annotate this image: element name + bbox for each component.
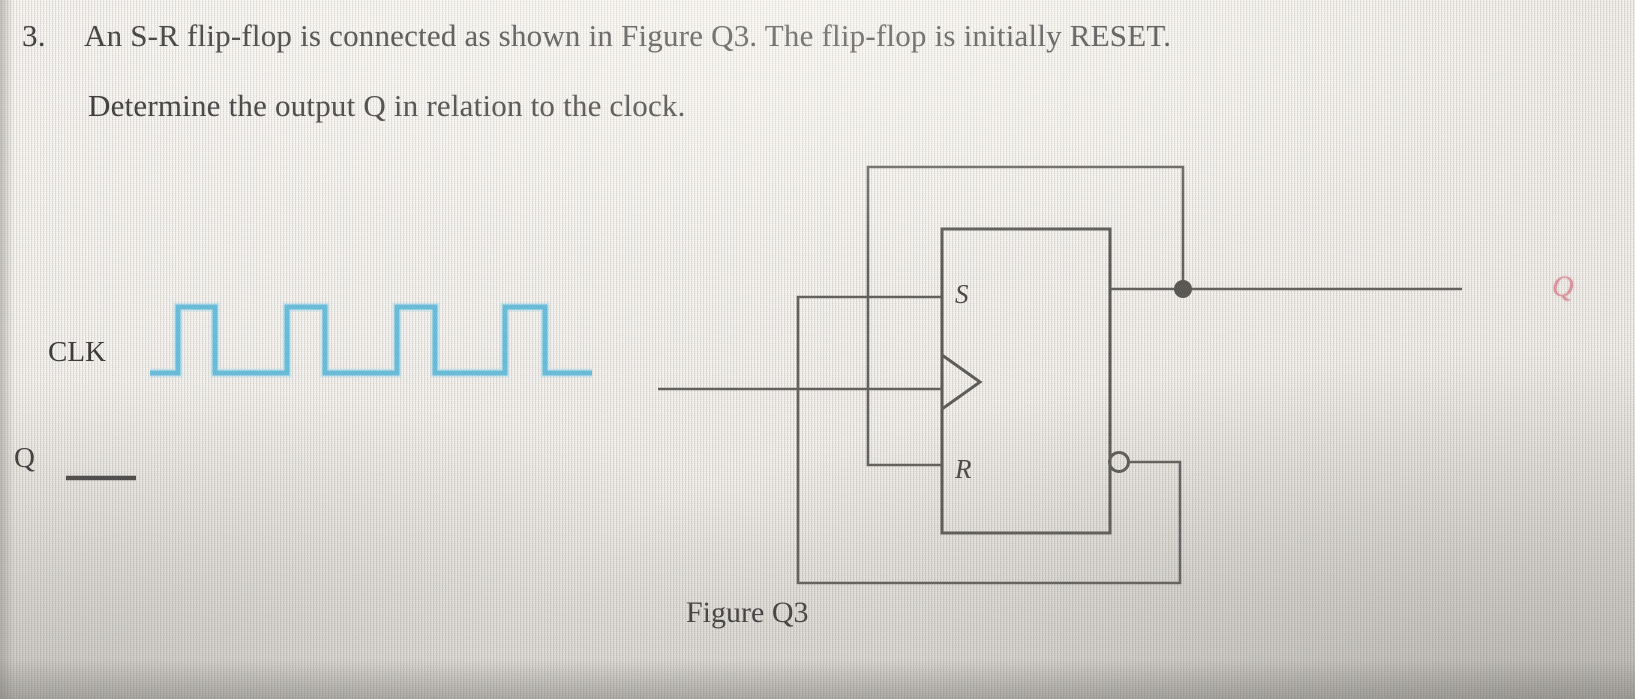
pin-label-r: R xyxy=(954,454,972,484)
inverting-bubble-icon xyxy=(1108,451,1130,473)
pin-label-s: S xyxy=(955,279,969,309)
figure-caption: Figure Q3 xyxy=(686,596,809,629)
q-waveform-label: Q xyxy=(14,442,35,474)
clock-triangle-icon xyxy=(941,353,983,411)
question-text-line-1: An S-R flip-flop is connected as shown i… xyxy=(84,18,1172,53)
clk-waveform-label: CLK xyxy=(48,336,106,368)
flip-flop-body xyxy=(940,227,1112,535)
output-q-annotation: Q xyxy=(1552,270,1574,303)
question-text-line-2: Determine the output Q in relation to th… xyxy=(88,88,686,123)
clk-waveform-trace xyxy=(150,304,592,376)
wire-qbar-to-s-feedback xyxy=(796,295,1182,585)
wire-q-to-r-feedback xyxy=(866,165,1185,467)
junction-dot-icon xyxy=(1174,280,1192,298)
question-number: 3. xyxy=(22,18,46,53)
clk-waveform xyxy=(150,302,592,378)
